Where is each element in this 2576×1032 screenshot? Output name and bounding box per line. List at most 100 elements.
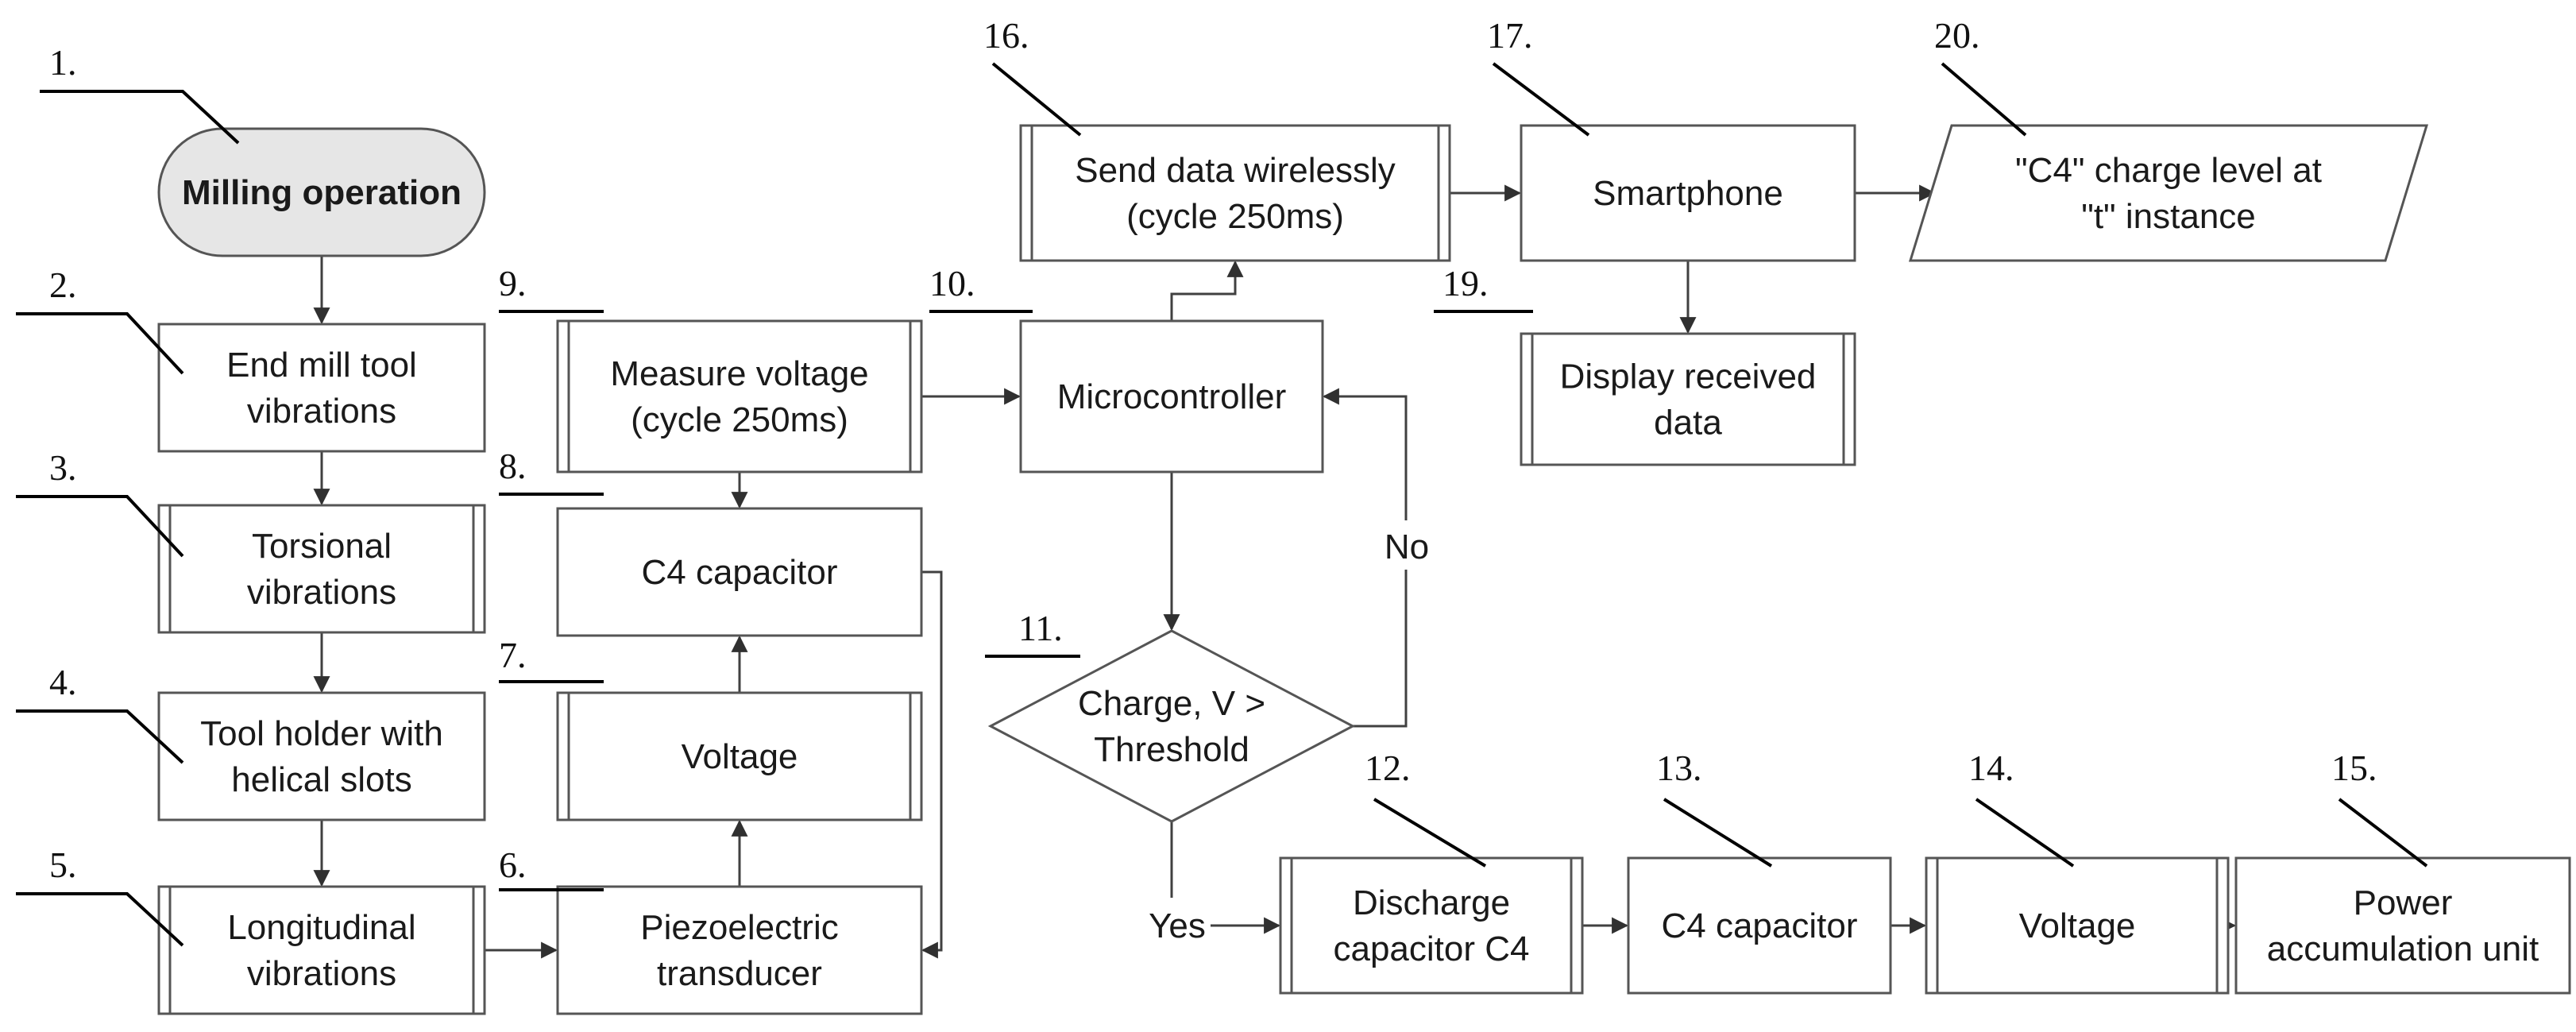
node-number: 20.: [1934, 15, 1980, 56]
node-n12: Discharge capacitor C4 12.: [1279, 748, 1584, 995]
node-label: Discharge: [1353, 883, 1510, 922]
node-shape: [1925, 856, 2230, 995]
node-label: Voltage: [682, 737, 798, 776]
node-shape: [1019, 319, 1324, 473]
node-n9: Measure voltage (cycle 250ms) 9.: [499, 263, 923, 473]
node-label: vibrations: [247, 954, 396, 993]
node-number: 3.: [49, 447, 77, 488]
node-shape: [1019, 124, 1451, 262]
node-shape: [1520, 332, 1856, 466]
node-label: "C4" charge level at: [2015, 151, 2322, 190]
node-label: Display received: [1560, 358, 1817, 396]
node-number: 19.: [1442, 263, 1489, 303]
node-shape: [157, 885, 486, 1015]
node-label: Measure voltage: [610, 354, 868, 393]
node-label: Torsional: [252, 527, 392, 566]
node-label: Smartphone: [1593, 174, 1783, 213]
node-label: C4 capacitor: [1661, 906, 1857, 945]
node-label: (cycle 250ms): [1126, 197, 1344, 236]
node-shape: [987, 629, 1356, 823]
node-shape: [1908, 124, 2429, 262]
node-n7: Voltage 7.: [499, 635, 923, 821]
node-number: 17.: [1487, 15, 1533, 56]
node-n13: C4 capacitor 13.: [1627, 748, 1892, 995]
node-label: Threshold: [1094, 730, 1249, 769]
node-shape: [157, 504, 486, 634]
node-label: Power: [2354, 883, 2453, 922]
node-number: 11.: [1018, 608, 1063, 648]
node-shape: [157, 691, 486, 821]
no-label: No: [1385, 528, 1429, 566]
callout-line: [40, 90, 240, 145]
node-label: Longitudinal: [227, 908, 415, 947]
yes-label: Yes: [1149, 906, 1206, 945]
node-n5: Longitudinal vibrations 5.: [16, 845, 486, 1015]
node-number: 12.: [1365, 748, 1411, 788]
node-number: 15.: [2331, 748, 2377, 788]
node-label: transducer: [657, 954, 822, 993]
node-label: (cycle 250ms): [631, 400, 848, 439]
node-number: 8.: [499, 446, 527, 486]
node-label: accumulation unit: [2267, 930, 2539, 968]
callout-line: [1492, 62, 1590, 137]
node-number: 13.: [1656, 748, 1702, 788]
node-label: C4 capacitor: [641, 553, 837, 592]
callout-line: [16, 892, 184, 947]
node-shape: [556, 885, 923, 1015]
edge-labels: Yes No: [1144, 520, 1433, 947]
edge-label-yes: Yes: [1144, 898, 1211, 947]
node-shape: [1627, 856, 1892, 995]
node-n17: Smartphone 17.: [1487, 15, 1856, 262]
node-label: capacitor C4: [1333, 930, 1529, 968]
edge-10-16: [1170, 260, 1244, 321]
node-number: 5.: [49, 845, 77, 885]
node-n20: "C4" charge level at "t" instance 20.: [1908, 15, 2429, 262]
node-n19: Display received data 19.: [1434, 263, 1856, 466]
callout-line: [1373, 798, 1487, 868]
node-n1: Milling operation 1.: [40, 42, 486, 257]
node-shape: [2234, 856, 2571, 995]
node-n8: C4 capacitor 8.: [499, 446, 923, 637]
node-label: helical slots: [231, 760, 411, 799]
node-n15: Power accumulation unit 15.: [2234, 748, 2571, 995]
edge-label-no: No: [1381, 520, 1433, 570]
node-shape: [157, 127, 486, 257]
node-number: 2.: [49, 265, 77, 305]
callout-line: [1975, 798, 2075, 868]
callout-line: [1663, 798, 1773, 868]
node-number: 7.: [499, 635, 527, 675]
node-shape: [1279, 856, 1584, 995]
node-label: Tool holder with: [200, 714, 443, 753]
node-label: "t" instance: [2081, 197, 2256, 236]
node-number: 10.: [929, 263, 975, 303]
callout-line: [2338, 798, 2428, 868]
edge-8-6: [921, 570, 943, 959]
node-number: 9.: [499, 263, 527, 303]
callout-line: [991, 62, 1082, 137]
callout-line: [16, 709, 184, 764]
node-number: 16.: [983, 15, 1029, 56]
node-label: Send data wirelessly: [1075, 151, 1396, 190]
node-label: Milling operation: [182, 173, 462, 212]
node-number: 14.: [1968, 748, 2014, 788]
node-n16: Send data wirelessly (cycle 250ms) 16.: [983, 15, 1451, 262]
node-shape: [157, 323, 486, 453]
node-number: 1.: [49, 42, 77, 83]
node-number: 6.: [499, 845, 527, 885]
callout-line: [16, 312, 184, 375]
node-shape: [556, 691, 923, 821]
callout-line: [16, 495, 184, 558]
callout-line: [1941, 62, 2027, 137]
node-label: data: [1654, 404, 1722, 443]
node-shape: [556, 507, 923, 637]
node-shape: [556, 319, 923, 473]
node-label: vibrations: [247, 392, 396, 431]
